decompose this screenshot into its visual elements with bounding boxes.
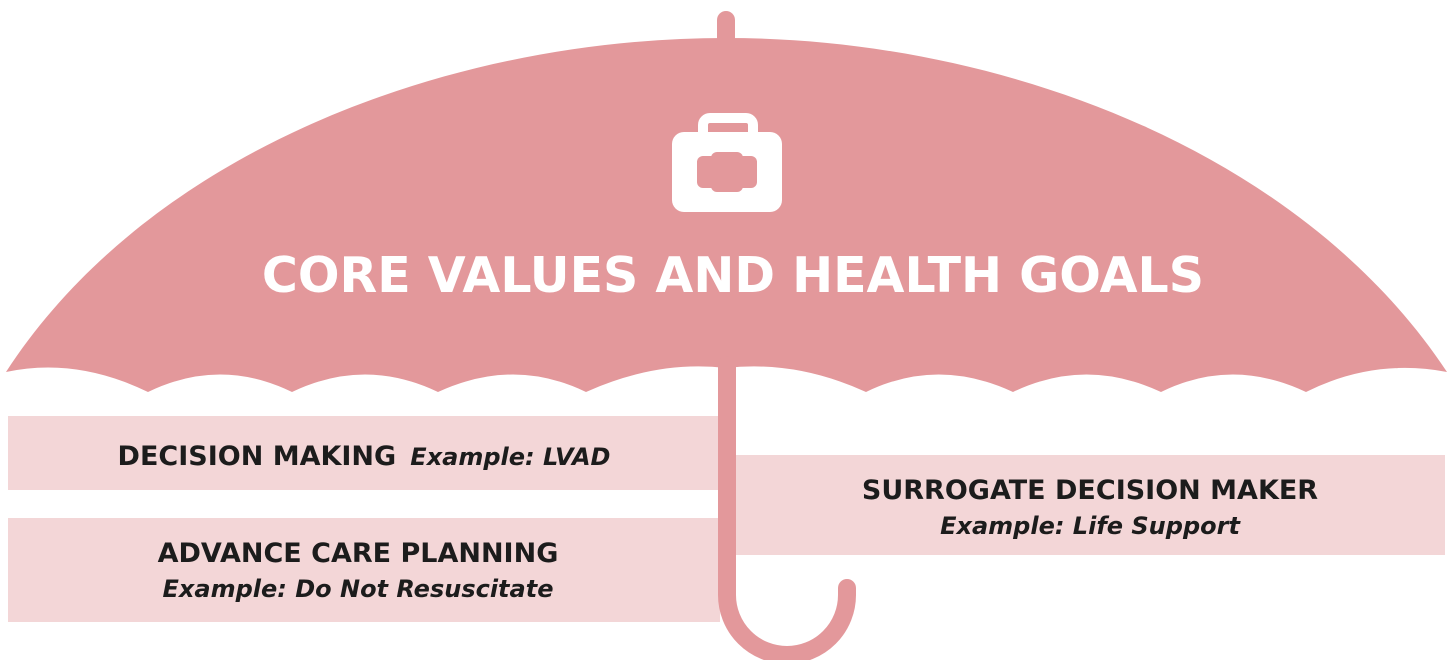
box-decision-making-example: Example: LVAD bbox=[410, 443, 610, 471]
box-surrogate-decision-maker bbox=[722, 455, 1445, 555]
medical-kit-icon bbox=[672, 113, 782, 212]
box-decision-making-text: DECISION MAKING Example: LVAD bbox=[118, 441, 611, 472]
box-surrogate-decision-maker-title: SURROGATE DECISION MAKER bbox=[862, 475, 1318, 506]
box-advance-care-planning-title: ADVANCE CARE PLANNING bbox=[158, 538, 559, 569]
box-decision-making bbox=[8, 416, 720, 490]
umbrella-handle bbox=[718, 356, 856, 660]
box-surrogate-decision-maker-example: Example: Life Support bbox=[940, 512, 1241, 540]
umbrella-title: CORE VALUES AND HEALTH GOALS bbox=[262, 247, 1204, 304]
box-advance-care-planning-example: Example: Do Not Resuscitate bbox=[163, 575, 554, 603]
box-advance-care-planning bbox=[8, 518, 720, 622]
umbrella-canopy bbox=[6, 38, 1447, 392]
box-decision-making-title: DECISION MAKING bbox=[118, 441, 397, 472]
